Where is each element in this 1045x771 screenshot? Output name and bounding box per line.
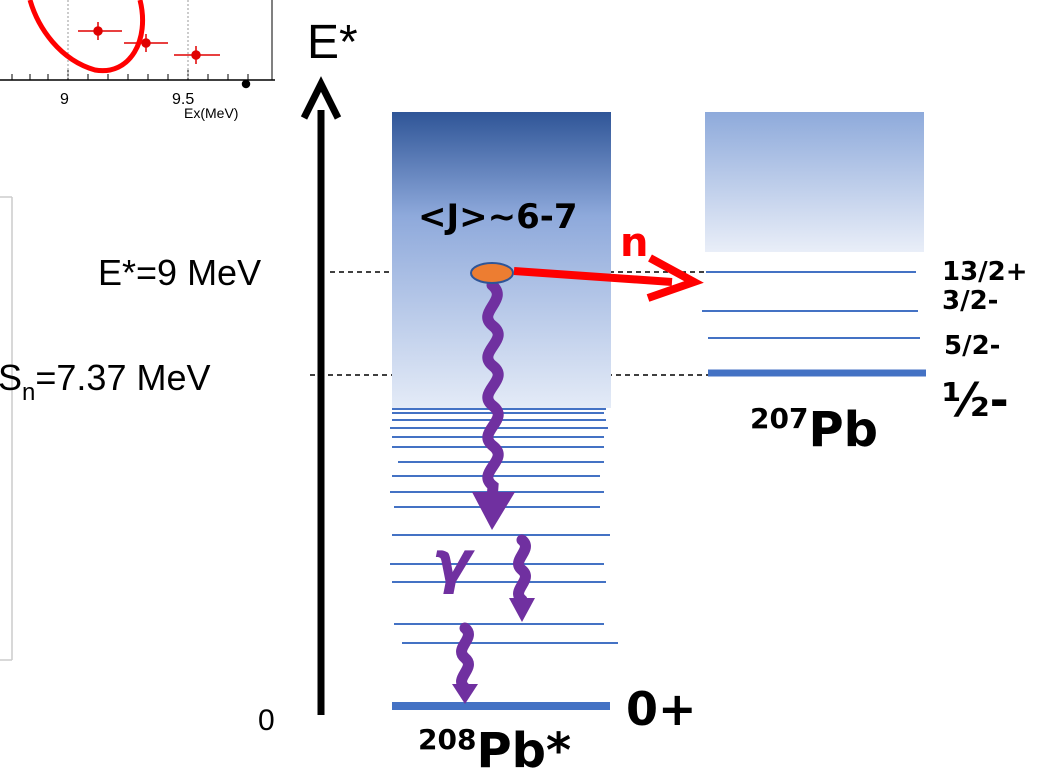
gamma-label: γ: [432, 528, 475, 596]
axis-label: E*: [307, 16, 358, 69]
pb207-label: 207Pb: [750, 402, 878, 458]
pb208-levels: [390, 408, 618, 710]
spin-label: <J>~6-7: [418, 197, 578, 237]
excited-nucleus: [470, 262, 514, 284]
left-frame: [0, 196, 13, 661]
energy-axis: [300, 76, 342, 715]
pb208-label: 208Pb*: [418, 723, 571, 771]
gamma-arrowheads: [452, 492, 535, 704]
neutron-label: n: [620, 220, 648, 266]
highlight-ellipse: [27, 0, 146, 74]
excitation-label: E*=9 MeV: [98, 252, 261, 293]
level-13-2-plus: 13/2+: [942, 257, 1028, 287]
gamma-cascade: [456, 279, 531, 694]
neutron-arrow: [513, 254, 704, 302]
inset-tick-9: 9: [60, 91, 69, 108]
ground-state-label: 0+: [626, 682, 697, 736]
inset-data-points: [78, 22, 251, 89]
pb208-continuum: [392, 112, 611, 408]
level-1-2-minus: ½-: [942, 373, 1009, 427]
inset-plot: 9 9.5 Ex(MeV): [0, 0, 275, 121]
level-5-2-minus: 5/2-: [944, 331, 1000, 361]
pb207-levels: [702, 271, 926, 377]
pb207-continuum: [705, 112, 924, 252]
sn-label: Sn=7.37 MeV: [0, 357, 211, 406]
zero-label: 0: [258, 704, 275, 737]
inset-x-unit: Ex(MeV): [184, 105, 238, 121]
level-3-2-minus: 3/2-: [942, 286, 998, 316]
inset-tick-9-5: 9.5: [172, 91, 194, 108]
